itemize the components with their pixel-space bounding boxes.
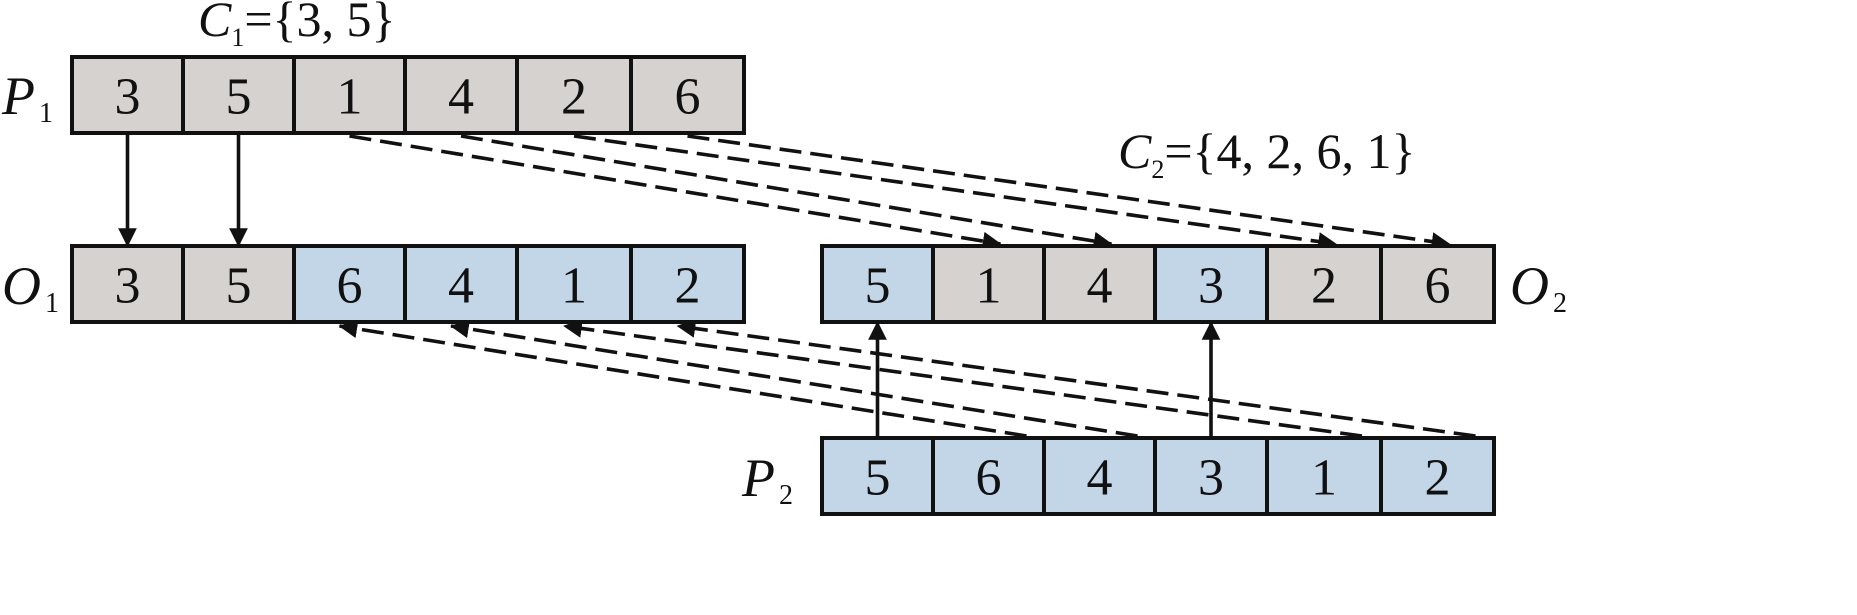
o1-cell-4-value: 4: [448, 258, 474, 315]
p2-cell-3: [1042, 436, 1157, 516]
o1-cell-2-value: 5: [226, 258, 252, 315]
o2-cell-2-value: 1: [976, 258, 1002, 315]
p2-cell-2: [931, 436, 1046, 516]
edge-p1-4-to-o2-4: [573, 134, 1337, 251]
p2-cell-5: [1265, 436, 1383, 516]
set-c2-letter: C: [1118, 123, 1152, 179]
set-c1-subscript: 1: [231, 23, 244, 52]
p1-cell-3: [292, 55, 407, 135]
edge-p1-2-to-o2-1: [349, 134, 1002, 251]
o1-cell-4: [403, 244, 519, 324]
p2-cell-6: [1379, 436, 1496, 516]
edges-layer: [118, 133, 1476, 438]
o2-cell-1: [820, 244, 935, 324]
o2-cell-3: [1042, 244, 1157, 324]
o1-cell-6-value: 2: [675, 258, 701, 315]
edge-p2-4-to-o1-4: [563, 319, 1363, 438]
o1-cell-5: [515, 244, 633, 324]
p2-cell-5-value: 1: [1311, 450, 1337, 507]
p1-row: 3 5 1 4 2 6: [70, 55, 746, 135]
o1-cell-5-value: 1: [561, 258, 587, 315]
o2-cell-1-value: 5: [865, 258, 891, 315]
o2-cell-3-value: 4: [1087, 258, 1113, 315]
set-c2-value: ={4, 2, 6, 1}: [1164, 123, 1415, 179]
p1-label-letter: P: [1, 66, 35, 126]
p2-label-letter: P: [741, 448, 775, 508]
o2-row: 5 1 4 3 2 6: [820, 244, 1496, 324]
p1-cell-6-value: 6: [675, 69, 701, 126]
o1-cell-1-value: 3: [115, 258, 141, 315]
p1-cell-6: [629, 55, 746, 135]
o1-cell-6: [629, 244, 746, 324]
p2-cell-4-value: 3: [1198, 450, 1224, 507]
edge-p1-3-to-o2-2: [460, 134, 1113, 251]
set-c1-value: ={3, 5}: [244, 0, 395, 47]
p1-label-subscript: 1: [39, 98, 53, 129]
p1-cell-2: [181, 55, 296, 135]
p2-cell-3-value: 4: [1087, 450, 1113, 507]
p1-cell-2-value: 5: [226, 69, 252, 126]
p2-cell-2-value: 6: [976, 450, 1002, 507]
edge-p1-5-to-o2-5: [687, 134, 1451, 251]
o2-label-letter: O: [1510, 256, 1549, 316]
set-c2-subscript: 2: [1151, 155, 1164, 184]
p1-cell-1-value: 3: [115, 69, 141, 126]
p2-cell-4: [1153, 436, 1269, 516]
p1-cell-3-value: 1: [337, 69, 363, 126]
p1-cell-4-value: 4: [448, 69, 474, 126]
o2-label-subscript: 2: [1553, 288, 1567, 319]
o2-cell-4-value: 3: [1198, 258, 1224, 315]
set-c1-label: C1={3, 5}: [198, 0, 396, 52]
set-c1-letter: C: [198, 0, 232, 47]
rows-layer: 3 5 1 4 2 6 3 5 6 4 1 2 5 1 4 3 2 6 5 6 4 3 1 2: [70, 55, 1496, 516]
o1-row: 3 5 6 4 1 2: [70, 244, 746, 324]
set-c2-label: C2={4, 2, 6, 1}: [1118, 123, 1416, 184]
o1-cell-3: [292, 244, 407, 324]
edge-p2-5-to-o1-5: [676, 319, 1476, 438]
p2-label-subscript: 2: [779, 480, 793, 511]
edge-p2-1-to-o1-2: [338, 319, 1027, 438]
o2-cell-6: [1379, 244, 1496, 324]
o1-label-letter: O: [2, 256, 41, 316]
o1-cell-3-value: 6: [337, 258, 363, 315]
o2-cell-5-value: 2: [1311, 258, 1337, 315]
p2-row: 5 6 4 3 1 2: [820, 436, 1496, 516]
p2-cell-1-value: 5: [865, 450, 891, 507]
p1-cell-5-value: 2: [561, 69, 587, 126]
edge-p2-2-to-o1-3: [450, 319, 1138, 438]
o1-label-subscript: 1: [45, 288, 59, 319]
p2-cell-1: [820, 436, 935, 516]
o2-cell-6-value: 6: [1425, 258, 1451, 315]
p2-cell-6-value: 2: [1425, 450, 1451, 507]
o2-cell-5: [1265, 244, 1383, 324]
